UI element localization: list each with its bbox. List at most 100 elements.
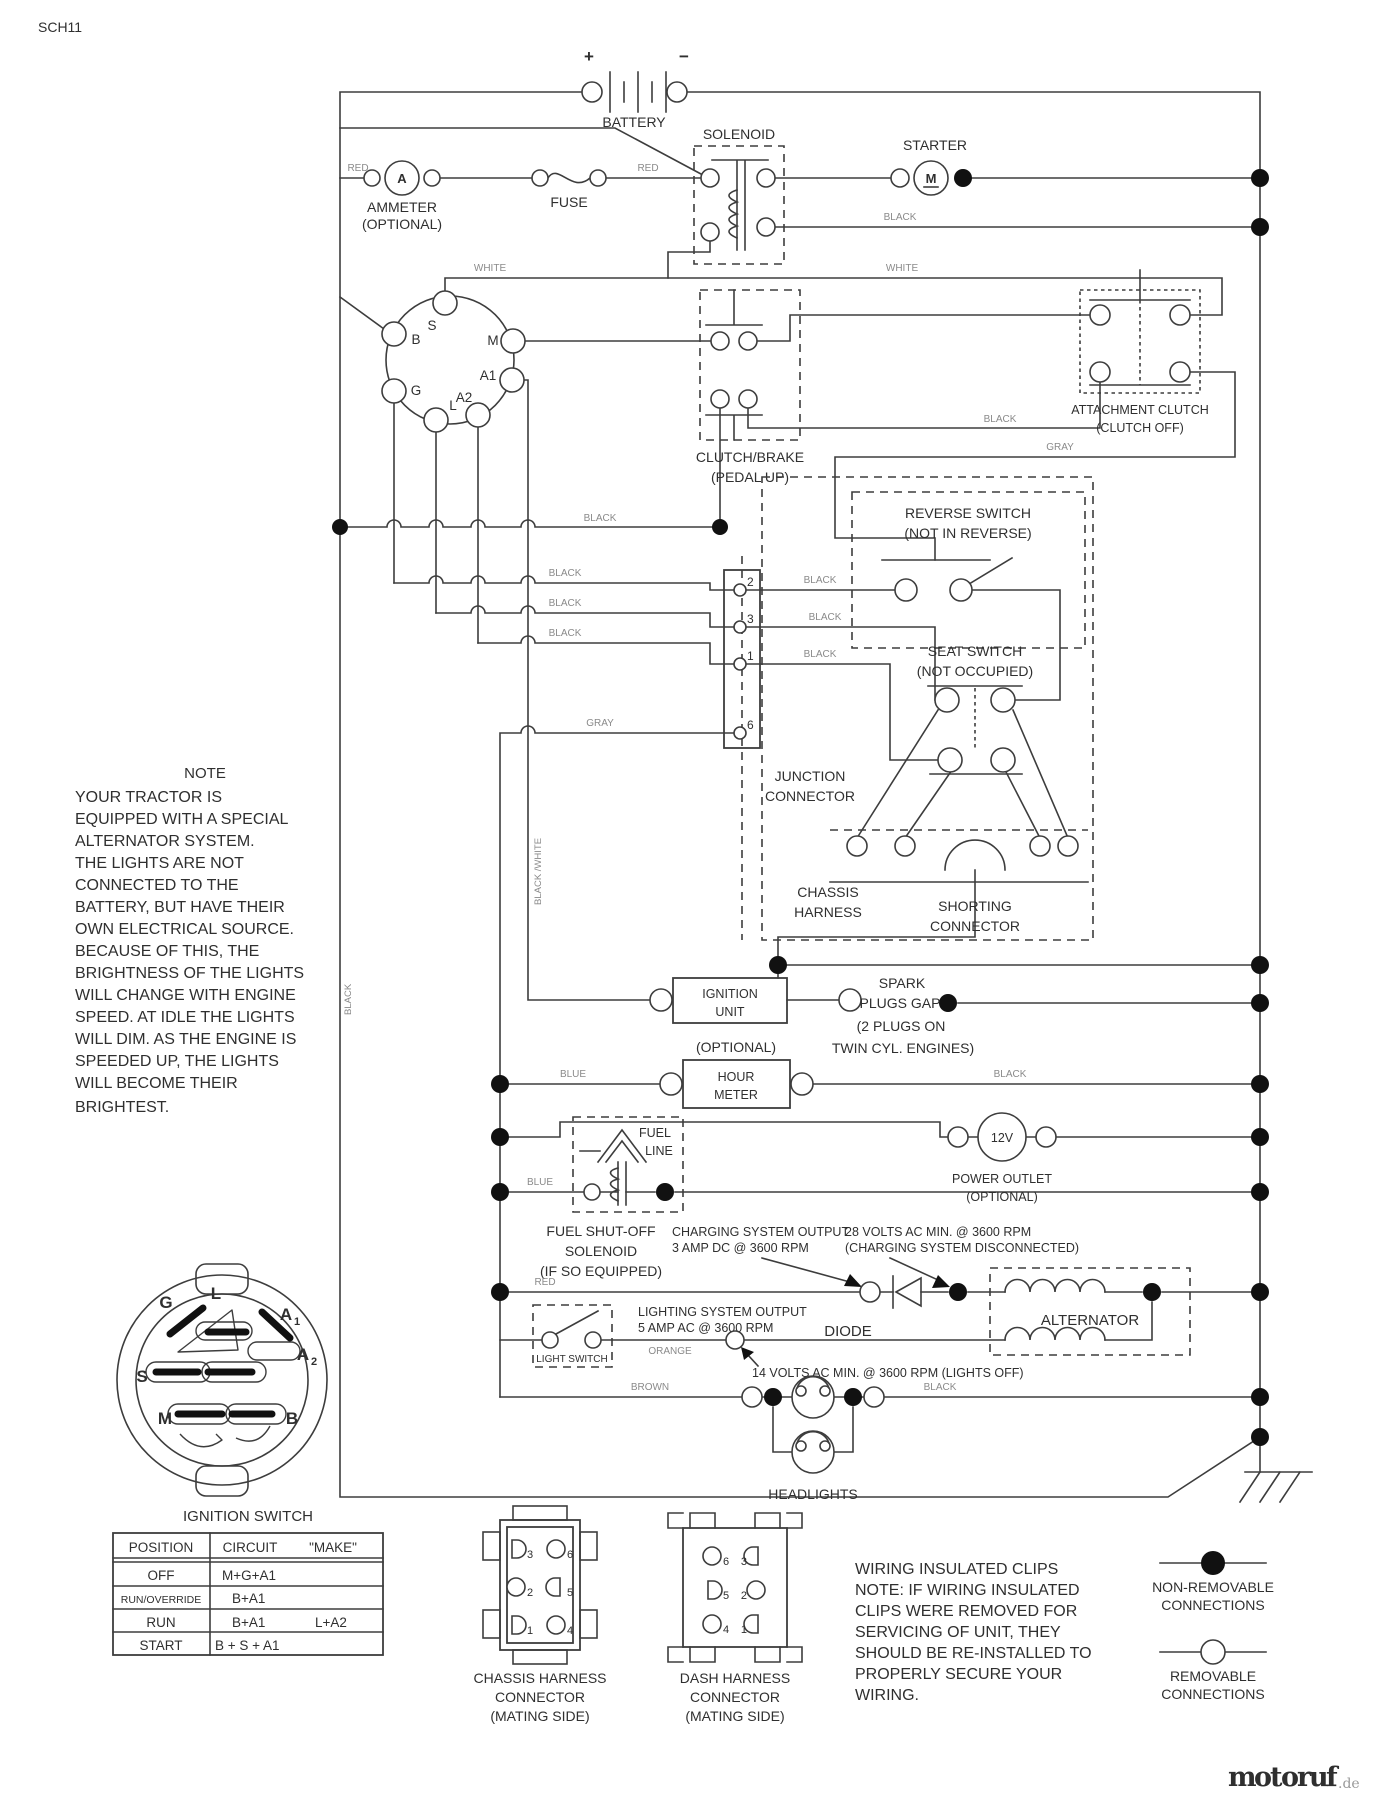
table-header-circuit: CIRCUIT <box>223 1540 278 1555</box>
wire-label-gray-attach: GRAY <box>1046 442 1074 453</box>
solenoid-icon: SOLENOID <box>693 126 785 265</box>
table-row-position: RUN/OVERRIDE <box>121 1594 202 1606</box>
clips-note-line: CLIPS WERE REMOVED FOR <box>855 1603 1077 1620</box>
wire-gray-mid-bus <box>499 725 735 1398</box>
key-terminal-b: B <box>411 332 420 347</box>
note-line: BATTERY, BUT HAVE THEIR <box>75 899 285 916</box>
watermark-letter: m <box>1228 1762 1257 1793</box>
wire-lighting-row <box>600 1301 1153 1341</box>
fuel-label: FUEL <box>639 1126 671 1140</box>
wire-label-red2: RED <box>637 163 658 174</box>
hour-meter-label1: HOUR <box>718 1070 755 1084</box>
note-line: SPEED. AT IDLE THE LIGHTS <box>75 1009 295 1026</box>
spark-label4: TWIN CYL. ENGINES) <box>832 1040 974 1056</box>
wire-seat-shorting <box>855 708 1070 840</box>
legend-nonremovable2: CONNECTIONS <box>1161 1597 1264 1613</box>
note-line: WILL BECOME THEIR <box>75 1075 238 1092</box>
solenoid-label: SOLENOID <box>703 126 775 142</box>
attachment-clutch-label2: (CLUTCH OFF) <box>1096 421 1184 435</box>
detail-terminal-g: G <box>159 1293 172 1312</box>
key-switch-icon: S B M A1 G L A2 <box>381 290 526 433</box>
chassis-connector-label3: (MATING SIDE) <box>490 1708 589 1724</box>
battery-minus: − <box>679 47 689 66</box>
watermark-letter: f <box>1326 1762 1340 1793</box>
clutch-brake-label1: CLUTCH/BRAKE <box>696 449 804 465</box>
junction-connector: 2 3 1 6 JUNCTION CONNECTOR <box>723 556 855 940</box>
wire-black-row-527 <box>339 519 721 528</box>
key-terminal-s: S <box>427 318 436 333</box>
watermark-letter: o <box>1254 1762 1272 1793</box>
fuse-icon: FUSE RED <box>531 163 659 210</box>
dash-pin: 4 <box>723 1624 729 1636</box>
callout-lighting1: LIGHTING SYSTEM OUTPUT <box>638 1305 807 1319</box>
detail-terminal-m: M <box>158 1409 172 1428</box>
detail-terminal-a1: A <box>280 1305 292 1324</box>
wl-gray-pin6: GRAY <box>586 718 614 729</box>
wire-reverse-seat <box>971 589 1061 701</box>
wire-black-row-pin2 <box>393 575 735 591</box>
note-line: BRIGHTNESS OF THE LIGHTS <box>75 965 304 982</box>
attachment-clutch-label1: ATTACHMENT CLUTCH <box>1071 403 1209 417</box>
watermark-letter: r <box>1297 1762 1312 1793</box>
clips-note-line: WIRING. <box>855 1687 919 1704</box>
wl-black-hour: BLACK <box>994 1069 1027 1080</box>
ignition-switch-title: IGNITION SWITCH <box>183 1508 313 1525</box>
legend-removable2: CONNECTIONS <box>1161 1686 1264 1702</box>
watermark-suffix: .de <box>1338 1776 1360 1792</box>
seat-switch-label2: (NOT OCCUPIED) <box>917 663 1033 679</box>
light-switch: LIGHT SWITCH <box>532 1304 613 1368</box>
dash-pin: 3 <box>741 1556 747 1568</box>
table-row-circuit: B+A1 <box>232 1591 265 1606</box>
table-row-position: RUN <box>146 1615 175 1630</box>
key-terminal-g: G <box>411 383 422 398</box>
starter-symbol: M <box>926 171 937 186</box>
note-block: NOTE YOUR TRACTOR IS EQUIPPED WITH A SPE… <box>75 765 304 1116</box>
reverse-switch-label2: (NOT IN REVERSE) <box>904 525 1031 541</box>
battery-icon: + − BATTERY <box>581 47 689 130</box>
note-line: BECAUSE OF THIS, THE <box>75 943 259 960</box>
callout-volts28-2: (CHARGING SYSTEM DISCONNECTED) <box>845 1241 1079 1255</box>
wl-blue-fuel: BLUE <box>527 1177 553 1188</box>
ammeter-sub: (OPTIONAL) <box>362 216 442 232</box>
table-header-position: POSITION <box>129 1540 194 1555</box>
fuel-cap3: (IF SO EQUIPPED) <box>540 1263 662 1279</box>
wire-label-black-solenoid: BLACK <box>884 212 917 223</box>
junction-pin-3: 3 <box>747 612 754 626</box>
callout-charging2: 3 AMP DC @ 3600 RPM <box>672 1241 809 1255</box>
spark-label2: PLUGS GAP <box>860 995 941 1011</box>
dash-pin: 2 <box>741 1590 747 1602</box>
note-line: CONNECTED TO THE <box>75 877 239 894</box>
chassis-pin: 4 <box>567 1625 573 1637</box>
ignition-table: POSITION CIRCUIT "MAKE" OFF M+G+A1 RUN/O… <box>112 1532 384 1656</box>
wire-black-row-pin3 <box>435 605 735 628</box>
wl-black-rev: BLACK <box>804 575 837 586</box>
dash-connector-label1: DASH HARNESS <box>680 1670 790 1686</box>
wire-b-terminal <box>338 295 386 331</box>
key-terminal-m: M <box>487 333 498 348</box>
chassis-pin: 6 <box>567 1549 573 1561</box>
key-terminal-a2: A2 <box>456 390 473 405</box>
alternator-label: ALTERNATOR <box>1041 1312 1140 1329</box>
diode-label: DIODE <box>824 1323 872 1340</box>
ammeter-symbol: A <box>397 171 407 186</box>
junction-dots <box>332 169 1269 1446</box>
wl-brown: BROWN <box>631 1382 669 1393</box>
junction-pin-2: 2 <box>747 575 754 589</box>
dash-pin: 1 <box>741 1624 747 1636</box>
hour-meter-optional: (OPTIONAL) <box>696 1039 776 1055</box>
table-row-circuit: B+A1 <box>232 1615 265 1630</box>
fuel-shutoff-solenoid: FUEL LINE FUEL SHUT-OFF SOLENOID (IF SO … <box>527 1116 684 1279</box>
chassis-connector-label2: CONNECTOR <box>495 1689 585 1705</box>
note-line: WILL CHANGE WITH ENGINE <box>75 987 296 1004</box>
chassis-harness-boundary: CHASSIS HARNESS <box>761 476 1094 941</box>
wire-label-white2: WHITE <box>886 263 919 274</box>
wire-a1-black-white <box>523 379 651 1001</box>
light-switch-label: LIGHT SWITCH <box>536 1354 607 1365</box>
wire-gray-attachment <box>834 371 1236 561</box>
junction-pin-6: 6 <box>747 718 754 732</box>
ignition-unit: IGNITION UNIT <box>649 977 788 1024</box>
watermark-letter: u <box>1309 1762 1329 1793</box>
wire-network <box>338 91 1262 1498</box>
hour-meter-label2: METER <box>714 1088 758 1102</box>
wl-black-583: BLACK <box>549 568 582 579</box>
